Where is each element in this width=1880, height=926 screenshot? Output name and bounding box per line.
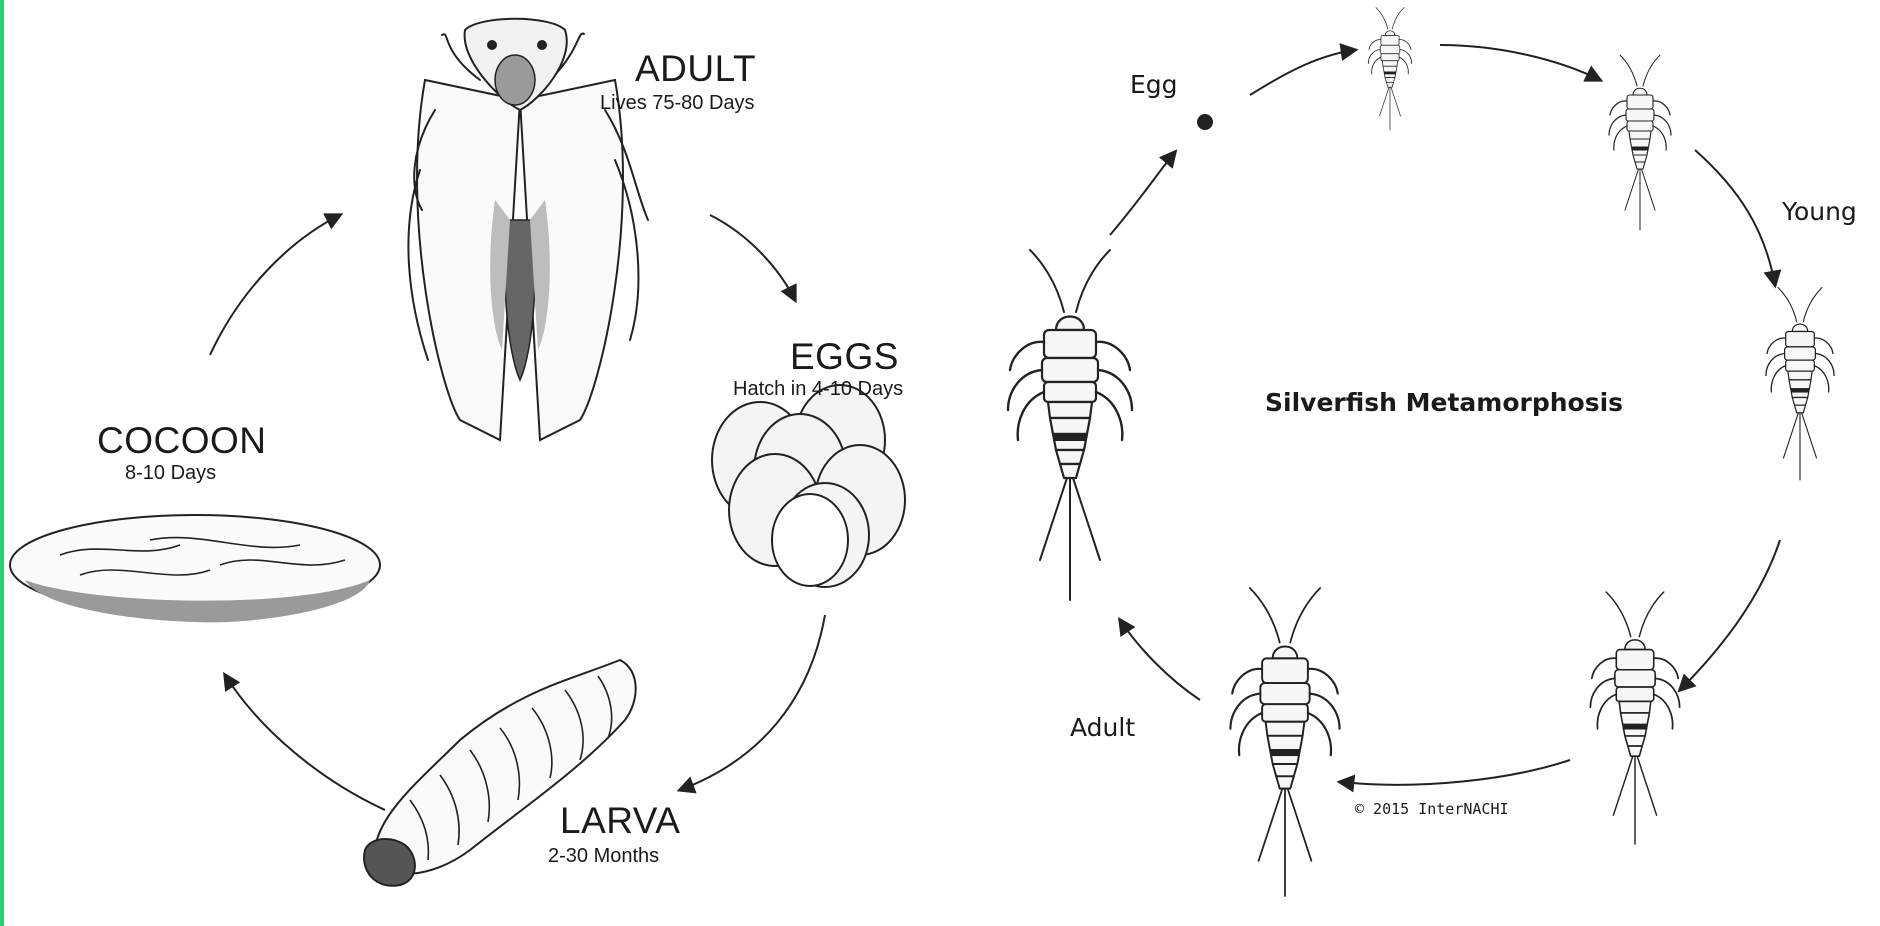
silverfish-young-2 xyxy=(1609,55,1671,230)
adult-title: ADULT xyxy=(635,48,756,90)
adult-label: Adult xyxy=(1070,713,1135,742)
eggs-subtitle: Hatch in 4-10 Days xyxy=(733,378,903,401)
silverfish-young-1 xyxy=(1368,7,1411,130)
adult-subtitle: Lives 75-80 Days xyxy=(600,92,755,115)
silverfish-adult-lower xyxy=(1230,588,1339,896)
eggs-title: EGGS xyxy=(790,336,899,378)
silverfish-title: Silverfish Metamorphosis xyxy=(1265,388,1623,417)
larva-subtitle: 2-30 Months xyxy=(548,845,659,868)
egg-label: Egg xyxy=(1130,70,1178,99)
cocoon-title: COCOON xyxy=(97,420,267,462)
young-label: Young xyxy=(1782,197,1857,226)
cocoon-illustration xyxy=(10,515,380,622)
silverfish-young-3 xyxy=(1766,288,1834,481)
eggs-illustration xyxy=(712,385,905,587)
adult-moth-illustration xyxy=(408,19,648,440)
silverfish-egg-dot xyxy=(1197,114,1213,130)
silverfish-adult-left xyxy=(1008,250,1132,600)
larva-title: LARVA xyxy=(560,800,680,842)
silverfish-young-4 xyxy=(1590,592,1679,844)
cocoon-subtitle: 8-10 Days xyxy=(125,462,216,485)
copyright-credit: © 2015 InterNACHI xyxy=(1355,800,1509,818)
